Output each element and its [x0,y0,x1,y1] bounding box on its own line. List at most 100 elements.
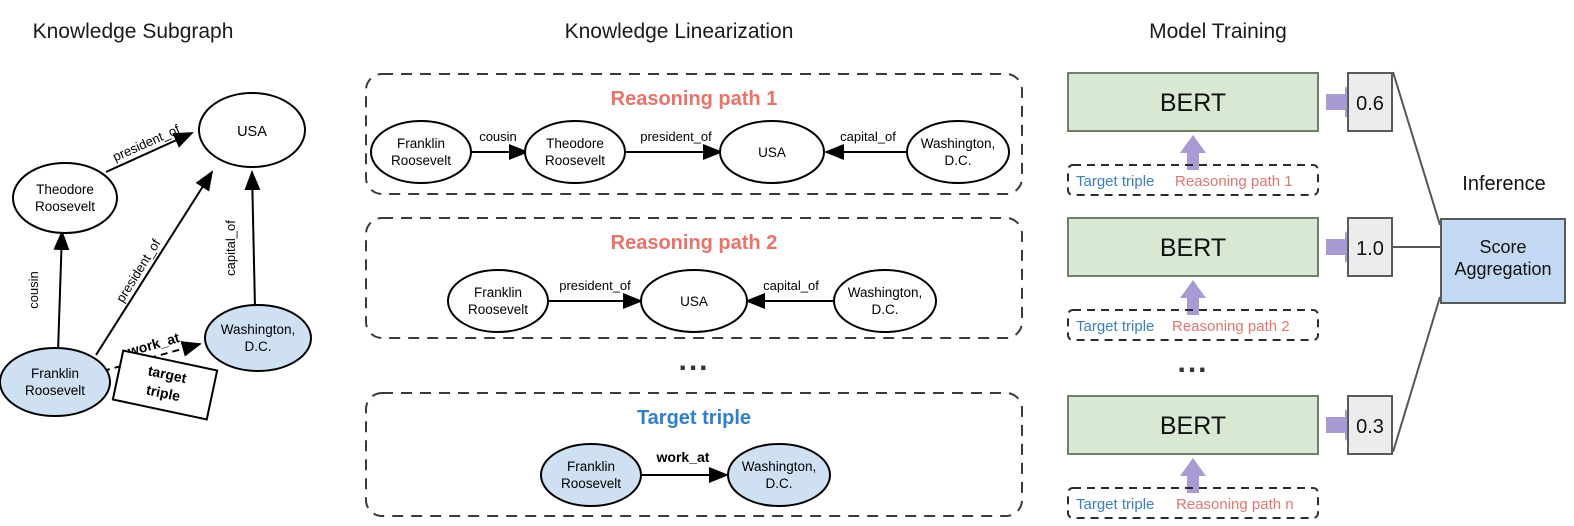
subgraph-node-franklin-label-1: Franklin [31,366,79,381]
linearization-block-target-title: Target triple [637,407,751,429]
training-input-target-triple-1: Target triple [1076,173,1154,190]
linearization-target-edge-1: work_at [641,449,729,483]
training-input-box-1 [1067,164,1319,196]
linearization-path1-node-3: USA [719,120,825,184]
bert-box-2 [1067,217,1319,277]
linearization-path1-node-3-label-1: USA [758,145,786,160]
bert-label-2: BERT [1160,234,1226,262]
subgraph-node-usa-label: USA [237,124,267,140]
training-input-reasoning-path-1: Reasoning path 1 [1175,173,1293,190]
page-title-knowledge-subgraph: Knowledge Subgraph [33,20,234,43]
score-aggregation-box: Score Aggregation [1440,218,1566,304]
linearization-path2-node-1-label-1: Franklin [474,285,522,300]
subgraph-node-franklin-label-2: Roosevelt [25,383,85,398]
linearization-block-path1-title: Reasoning path 1 [611,88,778,110]
linearization-target-node-1: Franklin Roosevelt [540,443,642,507]
training-input-reasoning-path-3: Reasoning path n [1176,496,1294,513]
linearization-target-node-2-label-1: Washington, [742,459,817,474]
linearization-path2-edge-label-capital-of: capital_of [763,278,819,293]
linearization-target-node-2-label-2: D.C. [766,476,793,491]
page-title-knowledge-linearization: Knowledge Linearization [565,20,794,43]
subgraph-edge-franklin-theodore: cousin [26,230,70,353]
bert-box-1 [1067,72,1319,132]
training-row-3: BERT 0.3 Target triple Reasoning path n [1067,395,1393,519]
score-box-3 [1347,395,1393,455]
linearization-path2-node-3: Washington, D.C. [833,269,937,333]
subgraph-node-franklin-roosevelt: Franklin Roosevelt [0,347,111,417]
linearization-path2-node-2: USA [640,269,748,333]
linearization-path1-node-4: Washington, D.C. [906,120,1010,184]
inference-title: Inference [1462,173,1545,195]
linearization-path1-node-4-label-1: Washington, [921,136,996,151]
linearization-block-path2-title: Reasoning path 2 [611,232,778,254]
subgraph-target-triple-label-1: target [147,362,189,386]
linearization-path2-node-2-label-1: USA [680,294,708,309]
training-row-2: BERT 1.0 Target triple Reasoning path 2 [1067,217,1393,341]
training-input-target-triple-3: Target triple [1076,496,1154,513]
score-value-1: 0.6 [1356,93,1384,115]
linearization-target-node-1-label-1: Franklin [567,459,615,474]
subgraph-target-triple-label-2: triple [145,381,182,404]
subgraph-edge-washington-usa: capital_of [223,170,261,309]
linearization-path2-edge-label-president-of: president_of [559,278,631,293]
linearization-path1-node-1: Franklin Roosevelt [370,120,472,184]
training-ellipsis: ... [1177,346,1208,379]
linearization-target-edge-label-work-at: work_at [656,449,710,465]
linearization-path2-node-3-label-1: Washington, [848,285,923,300]
subgraph-node-theodore-roosevelt: Theodore Roosevelt [12,162,118,234]
subgraph-edge-theodore-usa: president_of [105,121,194,173]
linearization-path1-node-1-label-1: Franklin [397,136,445,151]
linearization-path2-edge-1: president_of [548,278,643,309]
subgraph-node-usa: USA [198,92,306,168]
linearization-path1-edge-label-capital-of: capital_of [840,129,896,144]
knowledge-subgraph-group: president_of president_of cousin capital… [0,92,312,421]
subgraph-node-theodore-label-2: Roosevelt [35,199,95,214]
bert-label-1: BERT [1160,89,1226,117]
linearization-path1-edge-2: president_of [625,129,723,160]
linearization-path1-edge-1: cousin [470,129,529,160]
training-input-reasoning-path-2: Reasoning path 2 [1172,318,1290,335]
score-aggregation-label-2: Aggregation [1454,259,1551,279]
training-input-target-triple-2: Target triple [1076,318,1154,335]
training-row-1: BERT 0.6 Target triple Reasoning path 1 [1067,72,1393,196]
linearization-target-node-1-label-2: Roosevelt [561,476,621,491]
subgraph-node-theodore-label-1: Theodore [36,182,94,197]
linearization-path1-edge-3: capital_of [824,129,907,160]
linearization-block-target: Target triple work_at Franklin Roosevelt… [365,392,1023,517]
linearization-path2-edge-2: capital_of [745,278,834,309]
subgraph-edge-label-capital-of: capital_of [223,220,238,276]
subgraph-node-washington-label-1: Washington, [221,322,296,337]
score-box-1 [1347,72,1393,132]
purple-arrow-up-1 [1180,135,1206,170]
score-box-2 [1347,217,1393,277]
linearization-path1-node-2-label-1: Theodore [546,136,604,151]
score-aggregation-label-1: Score [1479,237,1526,257]
linearization-path1-node-1-label-2: Roosevelt [391,153,451,168]
linearization-path1-node-4-label-2: D.C. [945,153,972,168]
score-value-3: 0.3 [1356,416,1384,438]
linearization-block-path1: Reasoning path 1 cousin president_of cap… [365,73,1023,195]
linearization-target-node-2: Washington, D.C. [727,443,831,507]
bert-label-3: BERT [1160,412,1226,440]
subgraph-edge-label-president-of-2: president_of [113,236,164,305]
linearization-path2-node-1: Franklin Roosevelt [447,269,549,333]
linearization-path1-edge-label-president-of: president_of [640,129,712,144]
purple-arrow-up-3 [1180,458,1206,493]
aggregation-connector-lines [1392,71,1441,453]
training-input-box-2 [1067,309,1319,341]
linearization-path2-node-3-label-2: D.C. [872,302,899,317]
linearization-block-path2: Reasoning path 2 president_of capital_of… [365,217,1023,339]
purple-arrow-up-2 [1180,280,1206,315]
page-title-model-training: Model Training [1149,20,1287,43]
score-value-2: 1.0 [1356,238,1384,260]
subgraph-node-washington-label-2: D.C. [245,339,272,354]
subgraph-edge-label-cousin: cousin [26,271,41,309]
training-input-box-3 [1067,487,1319,519]
subgraph-target-triple-callout: target triple [111,349,219,421]
bert-box-3 [1067,395,1319,455]
linearization-ellipsis: ... [678,344,709,377]
linearization-path1-edge-label-cousin: cousin [479,129,517,144]
linearization-path1-node-2: Theodore Roosevelt [524,120,626,184]
linearization-path1-node-2-label-2: Roosevelt [545,153,605,168]
